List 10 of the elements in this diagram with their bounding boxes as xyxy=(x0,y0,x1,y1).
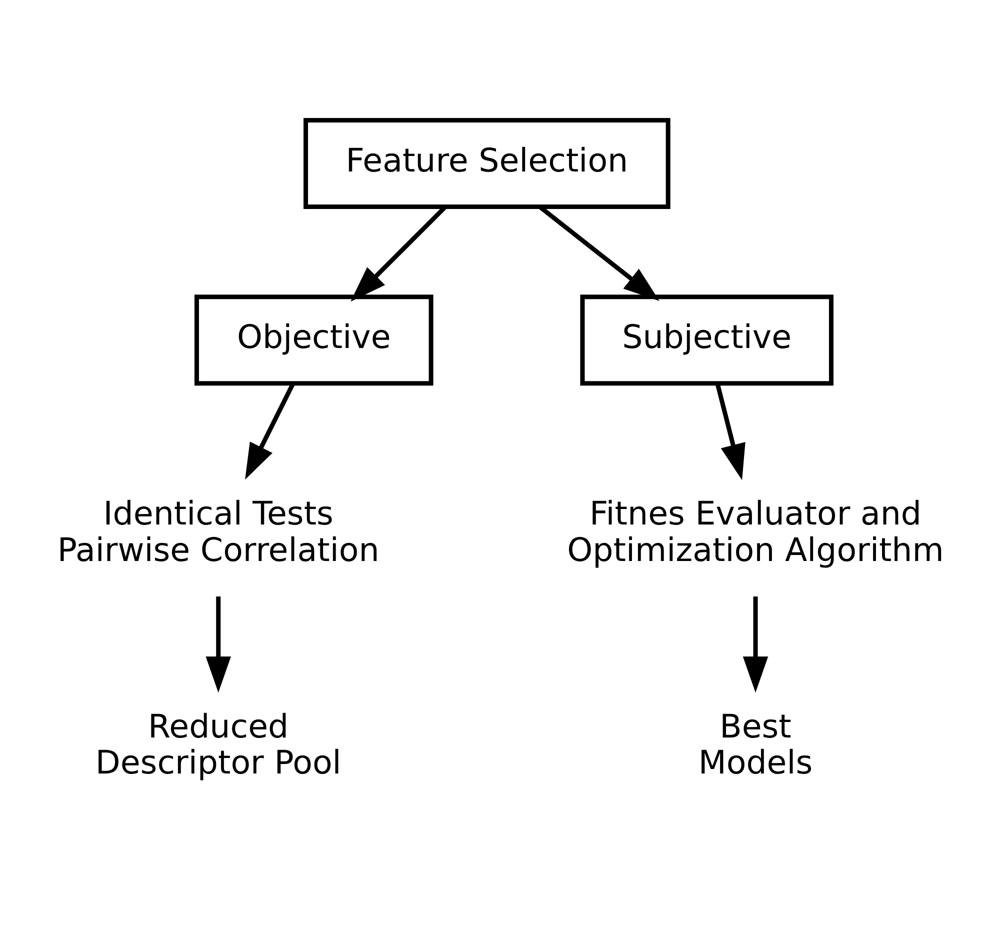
node-box: Subjective xyxy=(580,294,834,386)
arrow xyxy=(206,596,231,693)
arrow xyxy=(715,382,746,480)
node-text: Best Models xyxy=(698,707,813,782)
node-text: Reduced Descriptor Pool xyxy=(95,707,342,782)
node-box: Feature Selection xyxy=(304,118,670,209)
node-box: Objective xyxy=(194,294,434,386)
arrow xyxy=(742,596,768,693)
node-text: Fitnes Evaluator and Optimization Algorithm xyxy=(567,494,944,569)
node-text: Identical Tests Pairwise Correlation xyxy=(57,494,380,569)
